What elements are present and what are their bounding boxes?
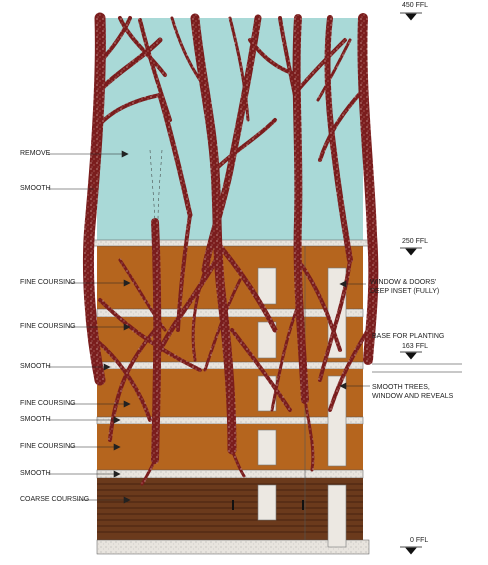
level-label-bottom: 0 FFL (410, 537, 429, 544)
material-label: REMOVE (20, 150, 51, 157)
material-label: FINE COURSING (20, 443, 76, 450)
material-label: SMOOTH (20, 416, 51, 423)
smooth-note-line1: SMOOTH TREES, (372, 384, 430, 391)
smooth-note-line2: WINDOW AND REVEALS (372, 393, 454, 400)
level-markers (400, 12, 422, 555)
left-leaders (48, 150, 131, 504)
tree-roots (82, 12, 379, 486)
material-label: FINE COURSING (20, 323, 76, 330)
dashed-guides (149, 149, 163, 223)
window-note-line2: DEEP INSET (FULLY) (370, 288, 440, 295)
level-label-top: 450 FFL (402, 2, 429, 9)
material-label: FINE COURSING (20, 279, 76, 286)
base-stone (96, 539, 370, 555)
sky-panel (97, 18, 363, 243)
cornice-stone (91, 239, 375, 247)
coarse-brick-band (97, 478, 363, 540)
material-label: SMOOTH (20, 363, 51, 370)
material-label: SMOOTH (20, 470, 51, 477)
window-note-line1: WINDOW & DOORS' (370, 279, 437, 286)
level-label-planting: 163 FFL (402, 343, 429, 350)
stone-band (96, 469, 364, 479)
right-leaders (339, 280, 462, 390)
planting-title: BASE FOR PLANTING (372, 333, 445, 340)
small-vents (232, 500, 304, 510)
material-label: COARSE COURSING (20, 496, 90, 503)
stone-band (96, 308, 364, 318)
level-label-upper: 250 FFL (402, 238, 429, 245)
material-label: FINE COURSING (20, 400, 76, 407)
material-label: SMOOTH (20, 185, 51, 192)
